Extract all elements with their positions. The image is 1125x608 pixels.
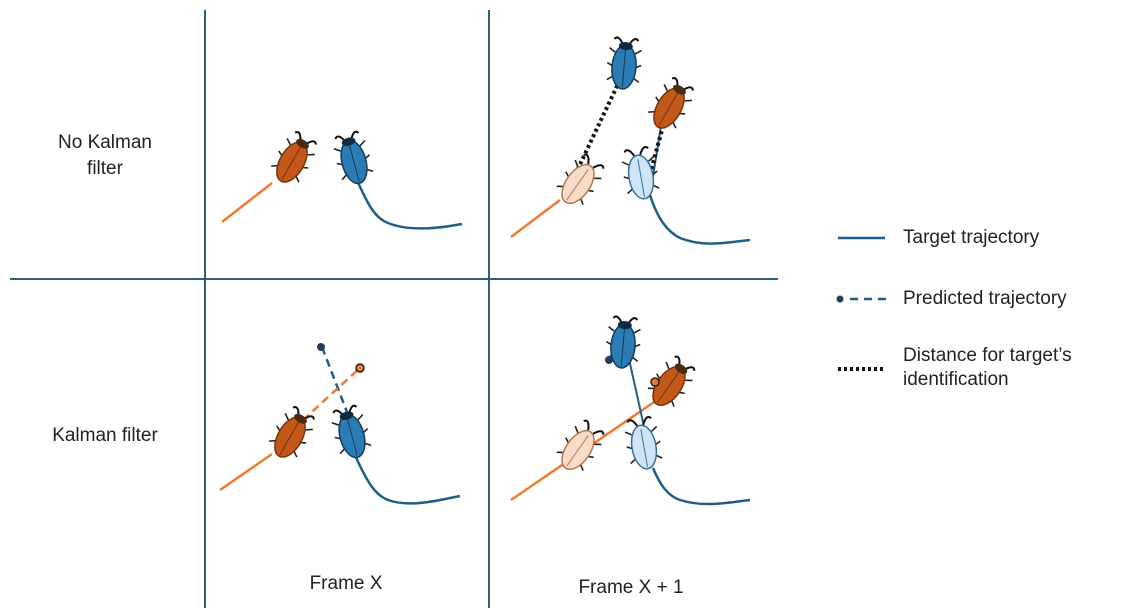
row-label-kalman: Kalman filter <box>52 425 158 446</box>
panel-kalman-frame-x1 <box>510 314 751 506</box>
panel-kalman-frame-x <box>219 343 461 505</box>
legend-predicted: Predicted trajectory <box>893 287 1067 311</box>
legend-symbols <box>836 236 886 371</box>
legend-predicted-label: Predicted trajectory <box>903 288 1067 309</box>
beetle-blue <box>327 402 374 459</box>
beetle-orange-new <box>646 73 700 130</box>
predicted-point-blue <box>605 356 613 364</box>
beetle-orange-faded <box>555 149 610 207</box>
panel-no-kalman-frame-x <box>221 127 463 230</box>
beetle-blue-new <box>603 314 644 369</box>
beetle-orange-faded <box>555 415 610 473</box>
beetle-blue-new <box>604 35 645 90</box>
legend-target: Target trajectory <box>893 226 1039 250</box>
beetle-orange <box>269 127 323 184</box>
legend-predicted-dot <box>836 295 844 303</box>
legend-distance: Distance for target’s identification <box>893 344 1113 392</box>
beetle-blue-faded <box>618 144 662 200</box>
row-label-no-kalman: No Kalman filter <box>58 132 152 179</box>
beetle-orange-new <box>646 351 701 409</box>
predicted-point-orange <box>650 377 660 387</box>
legend-distance-label: Distance for target’s identification <box>903 345 1072 390</box>
column-label-frame-x: Frame X <box>309 573 383 594</box>
column-label-frame-x1: Frame X + 1 <box>578 577 684 598</box>
beetle-blue-faded <box>621 414 665 470</box>
panel-no-kalman-frame-x1 <box>510 35 751 245</box>
grid-lines <box>10 10 778 608</box>
beetle-orange <box>267 402 321 459</box>
beetle-blue <box>329 128 376 185</box>
legend-target-label: Target trajectory <box>903 227 1040 248</box>
